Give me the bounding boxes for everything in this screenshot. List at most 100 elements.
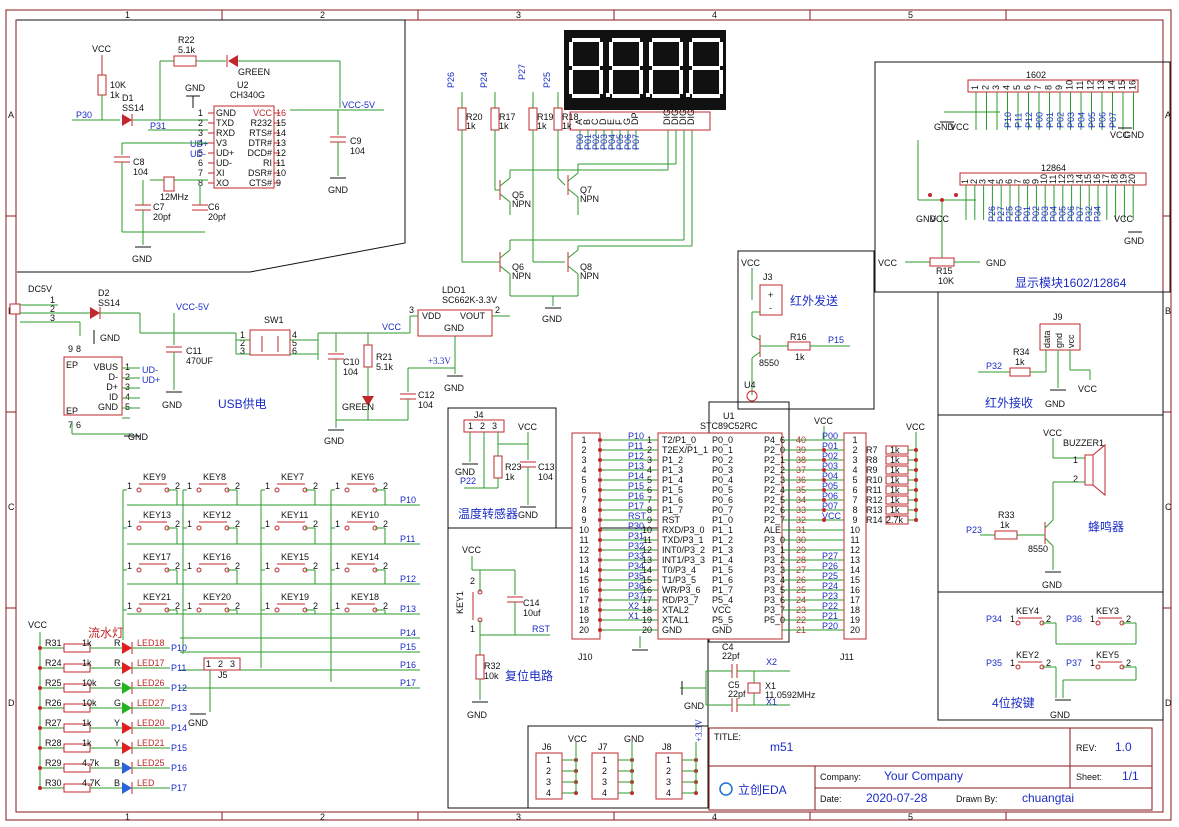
c9-ref: C9 [350, 136, 362, 146]
lcd12864-pin: 19 [1118, 174, 1128, 184]
mcu-mid-pin: P0_2 [712, 455, 733, 465]
seg-net-label: P03 [599, 134, 609, 150]
c7-value: 20pf [153, 212, 171, 222]
rpack-ref: R7 [866, 445, 878, 455]
led-net: P12 [171, 683, 187, 693]
key-pin1: 1 [127, 519, 132, 529]
mcu-mid-pin: P5_5 [712, 615, 733, 625]
ir-rx-section: J9 data gnd vcc GND VCC R34 1k P32 红外接收 [978, 312, 1098, 410]
seg-pin-label: DP [630, 112, 640, 125]
key4-pin2: 2 [1046, 658, 1051, 668]
u2-pin-num: 10 [276, 168, 286, 178]
mcu-right-net: P00 [822, 431, 838, 441]
key-row-net: P13 [400, 604, 416, 614]
lcd12864-pin: 12 [1057, 174, 1067, 184]
green2-label: GREEN [342, 402, 374, 412]
seg-net-label: P05 [615, 134, 625, 150]
lcd12864-pin: 14 [1074, 174, 1084, 184]
mcu-pin-num: 12 [642, 545, 652, 555]
lcd12864-net: P06 [1066, 206, 1076, 222]
j11-pin-num: 9 [852, 515, 857, 525]
seg-net-label: P00 [575, 134, 585, 150]
mcu-pin-num: 3 [647, 455, 652, 465]
j11-pin-num: 16 [850, 585, 860, 595]
mcu-mid-pin: P0_7 [712, 505, 733, 515]
mcu-left-net: P37 [628, 591, 644, 601]
u2-pin-left: UD- [216, 158, 232, 168]
mcu-left-net: P17 [628, 501, 644, 511]
mcu-left-pin: TXD/P3_1 [662, 535, 704, 545]
lcd-gnd2: GND [1124, 130, 1145, 140]
led-net: P15 [171, 743, 187, 753]
d2-value: SS14 [98, 298, 120, 308]
j11-pin-num: 5 [852, 475, 857, 485]
rpack-ref: R11 [866, 485, 882, 495]
key4-pin1: 1 [1090, 614, 1095, 624]
led-icon [122, 742, 132, 754]
lcd12864-pin: 2 [969, 179, 979, 184]
lcd-vcc2: VCC [1110, 130, 1130, 140]
mcu-right-net: P02 [822, 451, 838, 461]
key-label: KEY14 [351, 552, 379, 562]
mcu-left-pin: P1_6 [662, 495, 683, 505]
transistor-ref: Q6 [512, 262, 524, 272]
lcd1602-net: P00 [1035, 112, 1045, 128]
ldo-value: SC662K-3.3V [442, 295, 497, 305]
seg-port-label: P24 [479, 72, 489, 88]
lcd1602-net: P02 [1056, 112, 1066, 128]
mcu-mid-pin: P0_4 [712, 475, 733, 485]
mcu-pin-num: 15 [642, 575, 652, 585]
led-resistor-value: 10k [82, 678, 97, 688]
ir-led-module [759, 284, 783, 316]
lcd12864-net: P02 [1031, 206, 1041, 222]
key-label: KEY12 [203, 510, 231, 520]
lcd1602-net: P07 [1108, 112, 1118, 128]
transistor-type: NPN [580, 194, 599, 204]
title-label: TITLE: [714, 732, 741, 742]
udminus-net: UD- [190, 149, 206, 159]
led-icon [122, 682, 132, 694]
grid-row-label: C [1165, 502, 1172, 512]
mcu-right-net: P24 [822, 581, 838, 591]
mcu-pin-num: 13 [642, 555, 652, 565]
u2-pin-left: XO [216, 178, 229, 188]
lcd1602-net: P12 [1024, 112, 1034, 128]
led-resistor-ref: R27 [45, 718, 62, 728]
header-ref: J7 [598, 742, 608, 752]
seg-pin-label: A [574, 119, 584, 125]
u2-pin-num: 15 [276, 118, 286, 128]
j5-ref: J5 [218, 670, 228, 680]
gnd-usb: GND [128, 432, 149, 442]
eda-logo: 立创EDA [738, 782, 787, 797]
key-label: KEY10 [351, 510, 379, 520]
r15-value: 10K [938, 276, 954, 286]
p32-irrx: P32 [986, 361, 1002, 371]
seg-resistor-value: 1k [466, 121, 476, 131]
lcd1602-net: P10 [1003, 112, 1013, 128]
led-resistor-value: 1k [82, 738, 92, 748]
grid-col-label: 4 [712, 10, 717, 20]
lcd1602-pin: 9 [1054, 85, 1064, 90]
temp-pin1: 1 [468, 421, 473, 431]
temp-section: J4 1 2 3 GND VCC R23 1k C13 104 GND P22 … [455, 410, 555, 521]
key-pin2: 2 [175, 481, 180, 491]
lcd-vcc4: VCC [1114, 214, 1134, 224]
j11-header [843, 432, 867, 640]
mcu-pin-num: 14 [642, 565, 652, 575]
c11-value: 470UF [186, 356, 214, 366]
u2-pin-left: GND [216, 108, 237, 118]
c8-value: 104 [133, 167, 148, 177]
mcu-vcc1: VCC [814, 416, 834, 426]
led-color-code: Y [114, 718, 120, 728]
mcu-right-net: P06 [822, 491, 838, 501]
sw1-pin-num: 5 [292, 338, 297, 348]
r34-value: 1k [1015, 357, 1025, 367]
key1-pin1: 1 [470, 624, 475, 634]
u2-pin-left: UD+ [216, 148, 234, 158]
v33-net: +3.3V [428, 356, 451, 366]
lcd1602-pin: 2 [981, 85, 991, 90]
mcu-mid-pin: P0_0 [712, 435, 733, 445]
